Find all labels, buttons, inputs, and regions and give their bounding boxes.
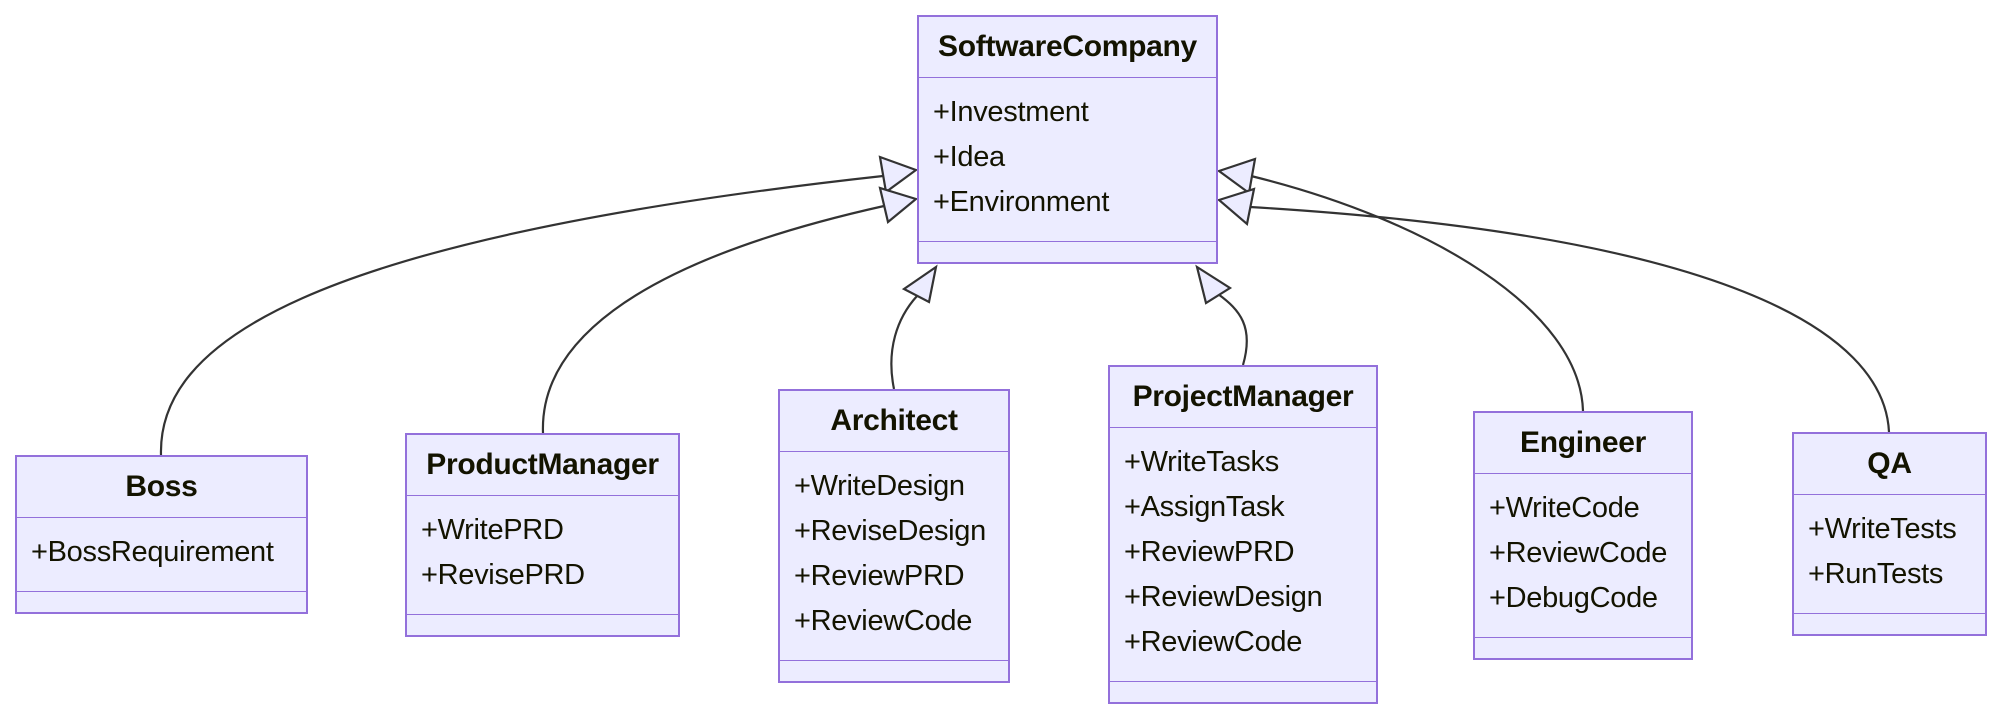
inheritance-edge-architect [890, 264, 938, 390]
class-softwarecompany: SoftwareCompany +Investment +Idea +Environ… [917, 15, 1218, 264]
class-architect: Architect +WriteDesign +ReviseDesign +Revi… [778, 389, 1010, 683]
class-attribute: +RevisePRD [421, 559, 585, 591]
class-attribute: +Idea [933, 141, 1005, 173]
inheritance-edge-qa [1216, 187, 1891, 433]
class-attributes: +Investment +Idea +Environment [919, 78, 1216, 241]
class-attribute: +ReviewPRD [794, 560, 965, 592]
class-attribute: +AssignTask [1124, 491, 1285, 523]
inheritance-edge-product-manager [541, 186, 919, 434]
inheritance-edge-engineer [1216, 157, 1585, 412]
inheritance-edge-project-manager [1195, 264, 1248, 366]
class-methods-empty [1794, 613, 1985, 634]
class-attribute: +WriteTests [1808, 513, 1957, 545]
class-attributes: +WritePRD +RevisePRD [407, 496, 678, 614]
class-attribute: +ReviewDesign [1124, 581, 1323, 613]
inheritance-edge-boss [159, 155, 919, 456]
class-attribute: +ReviewCode [1124, 626, 1303, 658]
class-attribute: +DebugCode [1489, 582, 1658, 614]
inheritance-arrowhead-icon [1195, 264, 1233, 305]
class-methods-empty [1110, 681, 1376, 702]
class-attributes: +WriteTasks +AssignTask +ReviewPRD +ReviewD… [1110, 428, 1376, 681]
class-attribute: +BossRequirement [31, 536, 274, 568]
class-engineer: Engineer +WriteCode +ReviewCode +DebugCode [1473, 411, 1693, 660]
class-attributes: +WriteDesign +ReviseDesign +ReviewPRD +Revi… [780, 452, 1008, 660]
class-title: QA [1794, 434, 1985, 495]
class-attribute: +WriteCode [1489, 492, 1640, 524]
class-attributes: +WriteTests +RunTests [1794, 495, 1985, 613]
inheritance-arrowhead-icon [901, 264, 938, 304]
class-methods-empty [407, 614, 678, 635]
class-attribute: +WritePRD [421, 514, 564, 546]
class-attributes: +BossRequirement [17, 518, 306, 591]
class-attribute: +Investment [933, 96, 1089, 128]
class-title: SoftwareCompany [919, 17, 1216, 78]
class-title: ProductManager [407, 435, 678, 496]
class-attribute: +RunTests [1808, 558, 1944, 590]
class-attribute: +Environment [933, 186, 1110, 218]
class-title: Engineer [1475, 413, 1691, 474]
class-methods-empty [1475, 637, 1691, 658]
inheritance-arrowhead-icon [1216, 187, 1256, 227]
class-attribute: +WriteDesign [794, 470, 965, 502]
class-productmanager: ProductManager +WritePRD +RevisePRD [405, 433, 680, 637]
class-attributes: +WriteCode +ReviewCode +DebugCode [1475, 474, 1691, 637]
class-attribute: +ReviewPRD [1124, 536, 1295, 568]
class-attribute: +WriteTasks [1124, 446, 1279, 478]
inheritance-arrowhead-icon [878, 155, 919, 194]
class-qa: QA +WriteTests +RunTests [1792, 432, 1987, 636]
class-methods-empty [780, 660, 1008, 681]
inheritance-arrowhead-icon [878, 186, 919, 224]
class-attribute: +ReviewCode [1489, 537, 1668, 569]
class-boss: Boss +BossRequirement [15, 455, 308, 614]
class-projectmanager: ProjectManager +WriteTasks +AssignTask +Re… [1108, 365, 1378, 704]
class-attribute: +ReviseDesign [794, 515, 986, 547]
class-methods-empty [919, 241, 1216, 262]
class-title: Boss [17, 457, 306, 518]
class-title: ProjectManager [1110, 367, 1376, 428]
class-attribute: +ReviewCode [794, 605, 973, 637]
class-methods-empty [17, 591, 306, 612]
inheritance-arrowhead-icon [1216, 157, 1257, 195]
class-title: Architect [780, 391, 1008, 452]
